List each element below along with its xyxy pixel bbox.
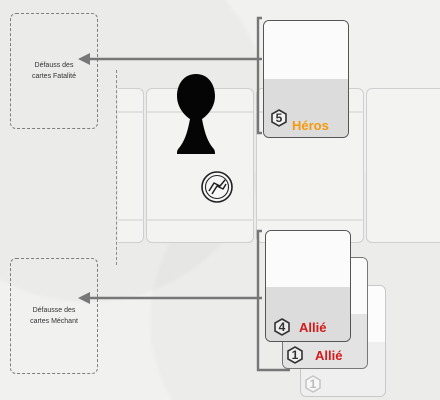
ally-front-cost-badge: 4 bbox=[273, 318, 291, 336]
ally-front-label: Allié bbox=[299, 320, 327, 335]
location-token-icon[interactable] bbox=[200, 170, 234, 204]
ally-middle-label: Allié bbox=[315, 348, 343, 363]
hero-cost-badge: 5 bbox=[270, 109, 288, 127]
hexagon-icon bbox=[305, 375, 321, 393]
hero-label: Héros bbox=[292, 118, 329, 133]
hexagon-icon bbox=[271, 109, 287, 127]
hexagon-icon bbox=[274, 318, 290, 336]
black-pawn-icon[interactable] bbox=[171, 72, 221, 156]
arrow-to-villain-discard bbox=[78, 292, 262, 304]
board-slot-4[interactable] bbox=[366, 88, 440, 243]
board-slot-1[interactable] bbox=[118, 88, 144, 243]
separator-line bbox=[116, 70, 117, 265]
ally-middle-cost-badge: 1 bbox=[286, 346, 304, 364]
fatality-discard-label: Défauss des cartes Fatalité bbox=[32, 62, 76, 80]
hexagon-icon bbox=[287, 346, 303, 364]
arrow-to-fatality-discard bbox=[78, 53, 262, 65]
hero-card[interactable] bbox=[263, 20, 349, 138]
villain-discard-zone[interactable]: Défausse des cartes Méchant bbox=[10, 258, 98, 374]
ally-back-cost-badge: 1 bbox=[304, 375, 322, 393]
villain-discard-label: Défausse des cartes Méchant bbox=[30, 307, 78, 325]
fatality-discard-zone[interactable]: Défauss des cartes Fatalité bbox=[10, 13, 98, 129]
